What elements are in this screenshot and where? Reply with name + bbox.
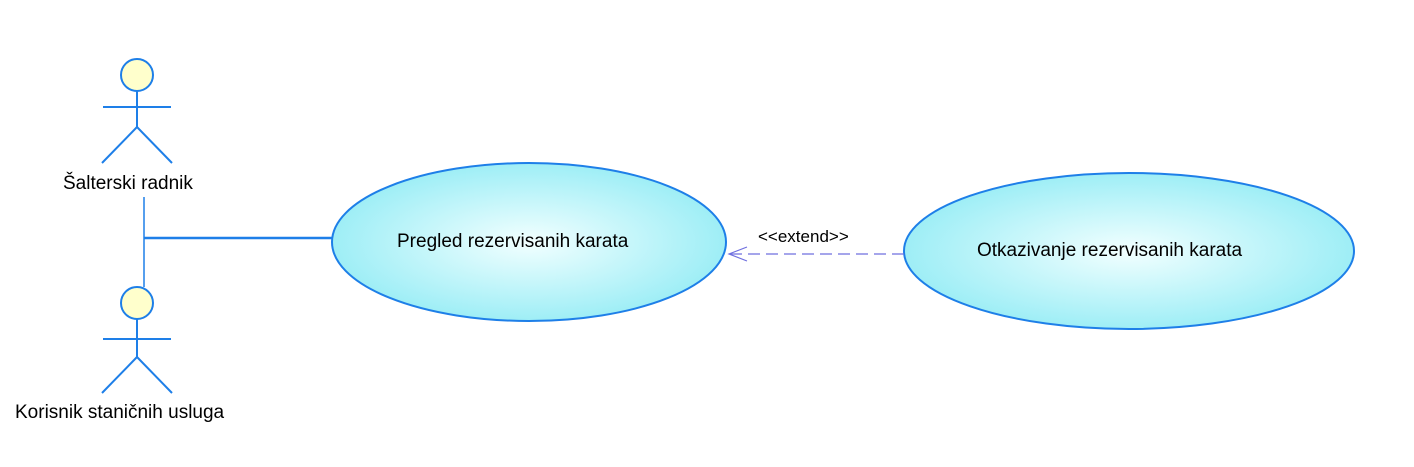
actor-left-leg [101, 356, 138, 394]
actor-label-salterski-radnik: Šalterski radnik [63, 173, 193, 194]
use-case-label-otkazivanje: Otkazivanje rezervisanih karata [977, 240, 1243, 261]
use-case-label-pregled: Pregled rezervisanih karata [397, 231, 629, 252]
actor-salterski-radnik[interactable] [101, 58, 173, 164]
use-case-otkazivanje[interactable] [903, 172, 1355, 330]
actor-left-leg [101, 126, 138, 164]
actor-head-icon [120, 286, 154, 320]
use-case-pregled[interactable] [331, 162, 727, 322]
association-lines[interactable] [143, 197, 333, 287]
extend-relation[interactable] [727, 246, 904, 262]
actor-head-icon [120, 58, 154, 92]
actor-korisnik-usluga[interactable] [101, 286, 173, 394]
actor-right-leg [136, 356, 173, 394]
extend-stereotype-label: <<extend>> [758, 227, 849, 246]
extend-arrowhead-icon [727, 246, 748, 262]
actor-label-korisnik-usluga: Korisnik staničnih usluga [15, 402, 225, 423]
actor-right-leg [136, 126, 173, 164]
